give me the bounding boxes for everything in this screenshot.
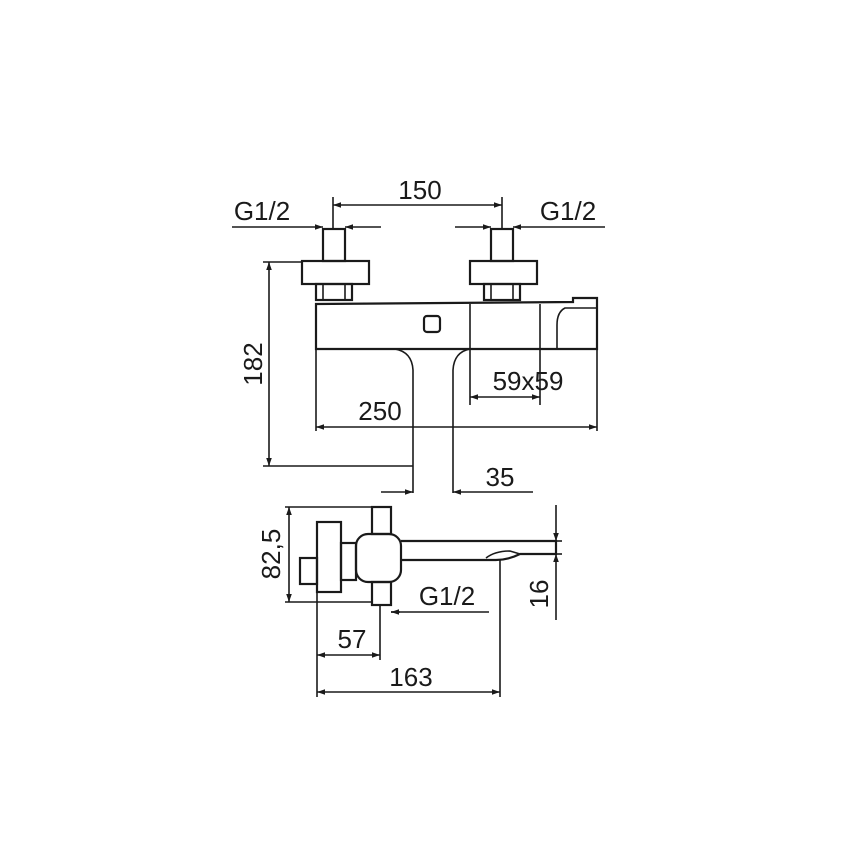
mixer-body	[314, 296, 599, 351]
dim-overall-width: 250	[358, 396, 401, 426]
front-view: 150 G1/2 G1/2 182 59x59 250 35	[232, 175, 605, 495]
dim-thread-left: G1/2	[234, 196, 290, 226]
side-spout	[401, 539, 558, 562]
dim-body-section: 59x59	[493, 366, 564, 396]
top-stub	[370, 505, 393, 536]
dim-height: 182	[238, 342, 268, 385]
left-nut	[314, 282, 354, 302]
handle-outline	[556, 307, 597, 349]
right-flange	[468, 259, 539, 286]
diverter-knob	[422, 314, 442, 334]
left-inlet-stub	[321, 227, 347, 263]
dim-spout-reach: 163	[389, 662, 432, 692]
dim-spout-thickness: 16	[524, 580, 554, 609]
side-view: 82,5 G1/2 16 57 163	[256, 505, 562, 697]
side-nut	[339, 541, 358, 582]
dim-spout-offset: 35	[486, 462, 515, 492]
dim-thread-side: G1/2	[419, 581, 475, 611]
spout-left-edge	[316, 348, 414, 493]
right-inlet-stub	[489, 227, 515, 263]
right-nut	[482, 282, 522, 302]
dim-thread-right: G1/2	[540, 196, 596, 226]
dim-inlet-spacing: 150	[398, 175, 441, 205]
left-flange	[300, 259, 371, 286]
wall-plate	[315, 520, 343, 594]
dim-inlet-projection: 57	[338, 624, 367, 654]
bottom-stub	[370, 580, 393, 607]
side-body	[354, 532, 403, 584]
back-connector	[298, 556, 319, 586]
dim-depth: 82,5	[256, 529, 286, 580]
